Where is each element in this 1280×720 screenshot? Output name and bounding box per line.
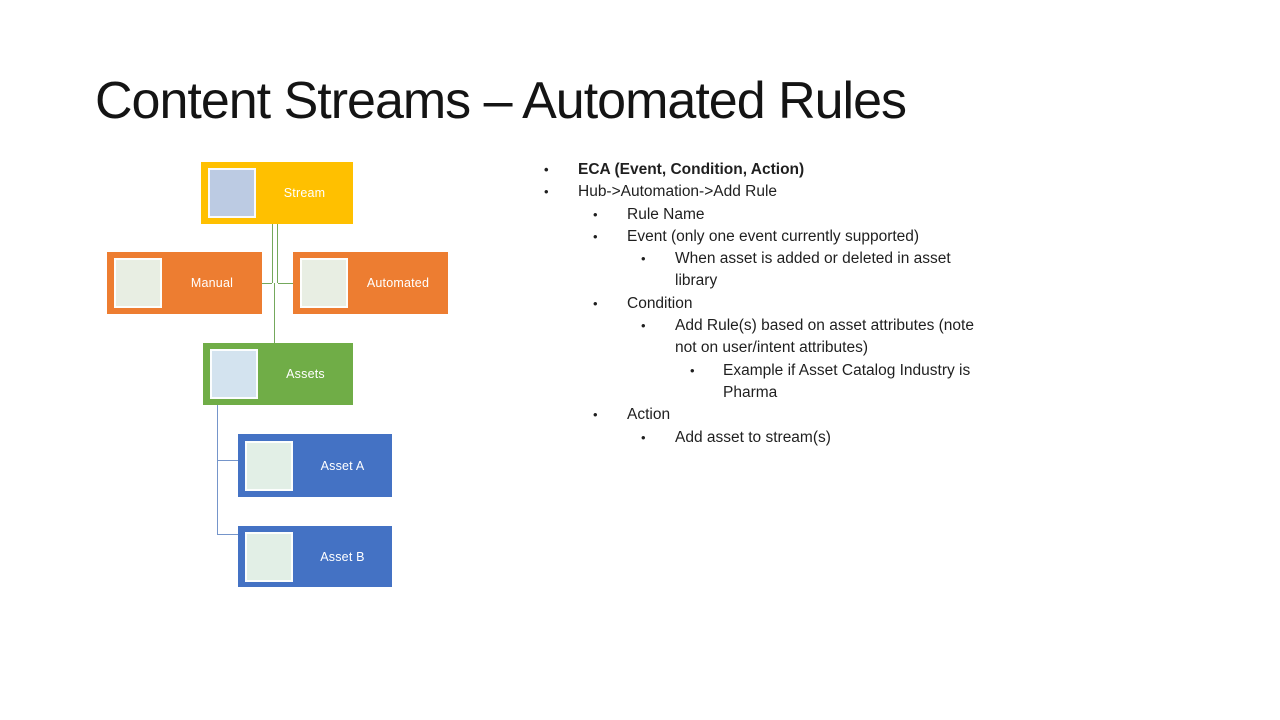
bullet-item: Add asset to stream(s) [543,427,997,450]
bullet-list: ECA (Event, Condition, Action) Hub->Auto… [543,159,1023,449]
bullet-text: Add Rule(s) based on asset attributes (n… [675,317,974,357]
node-label: Manual [190,276,234,290]
bullet-item: Example if Asset Catalog Industry is Pha… [543,360,1021,405]
node-thumbnail-square [210,349,258,399]
node-label: Asset B [320,549,365,564]
connector-to-asset-b [217,534,238,536]
bullet-text: When asset is added or deleted in asset … [675,250,951,290]
bullet-item: Rule Name [543,204,987,227]
connector-to-automated [278,283,293,285]
bullet-item: Event (only one event currently supporte… [543,226,987,249]
connector-stream-down-line-1 [272,224,274,283]
node-label: Asset A [320,458,365,473]
bullet-text: ECA (Event, Condition, Action) [578,161,805,178]
diagram-node: Stream [201,162,353,224]
diagram-node: Asset B [238,526,392,587]
bullet-text: Hub->Automation->Add Rule [578,183,778,201]
bullet-text: Example if Asset Catalog Industry is Pha… [723,361,971,401]
slide-title: Content Streams – Automated Rules [95,72,907,130]
diagram-node: Assets [203,343,353,405]
node-thumbnail-square [208,168,256,218]
bullet-item: Hub->Automation->Add Rule [543,181,1023,204]
bullet-text: Action [627,406,671,424]
node-thumbnail-square [300,258,348,308]
connector-to-assets [274,283,276,343]
bullet-text: Condition [627,294,693,312]
node-label: Stream [283,186,326,200]
connector-assets-down-line [217,405,219,535]
bullet-text: Rule Name [627,205,705,223]
node-thumbnail-square [114,258,162,308]
connector-to-asset-a [217,460,238,462]
bullet-item: Action [543,404,987,427]
bullet-text: Add asset to stream(s) [675,428,831,446]
bullet-item: When asset is added or deleted in asset … [543,248,997,293]
node-label: Assets [286,367,325,381]
connector-to-manual [262,283,272,285]
bullet-item: ECA (Event, Condition, Action) [543,159,1023,182]
diagram-node: Automated [293,252,448,314]
bullet-item: Condition [543,293,987,316]
content-stream-hierarchy-diagram: Stream Manual Automated Assets [0,0,520,640]
bullet-text: Event (only one event currently supporte… [627,227,920,245]
node-thumbnail-square [245,440,293,491]
bullet-item: Add Rule(s) based on asset attributes (n… [543,315,997,360]
diagram-node: Asset A [238,434,392,497]
node-label: Automated [366,276,430,290]
connector-stream-down-line-2 [277,224,279,283]
node-thumbnail-square [245,531,293,582]
diagram-node: Manual [107,252,262,314]
